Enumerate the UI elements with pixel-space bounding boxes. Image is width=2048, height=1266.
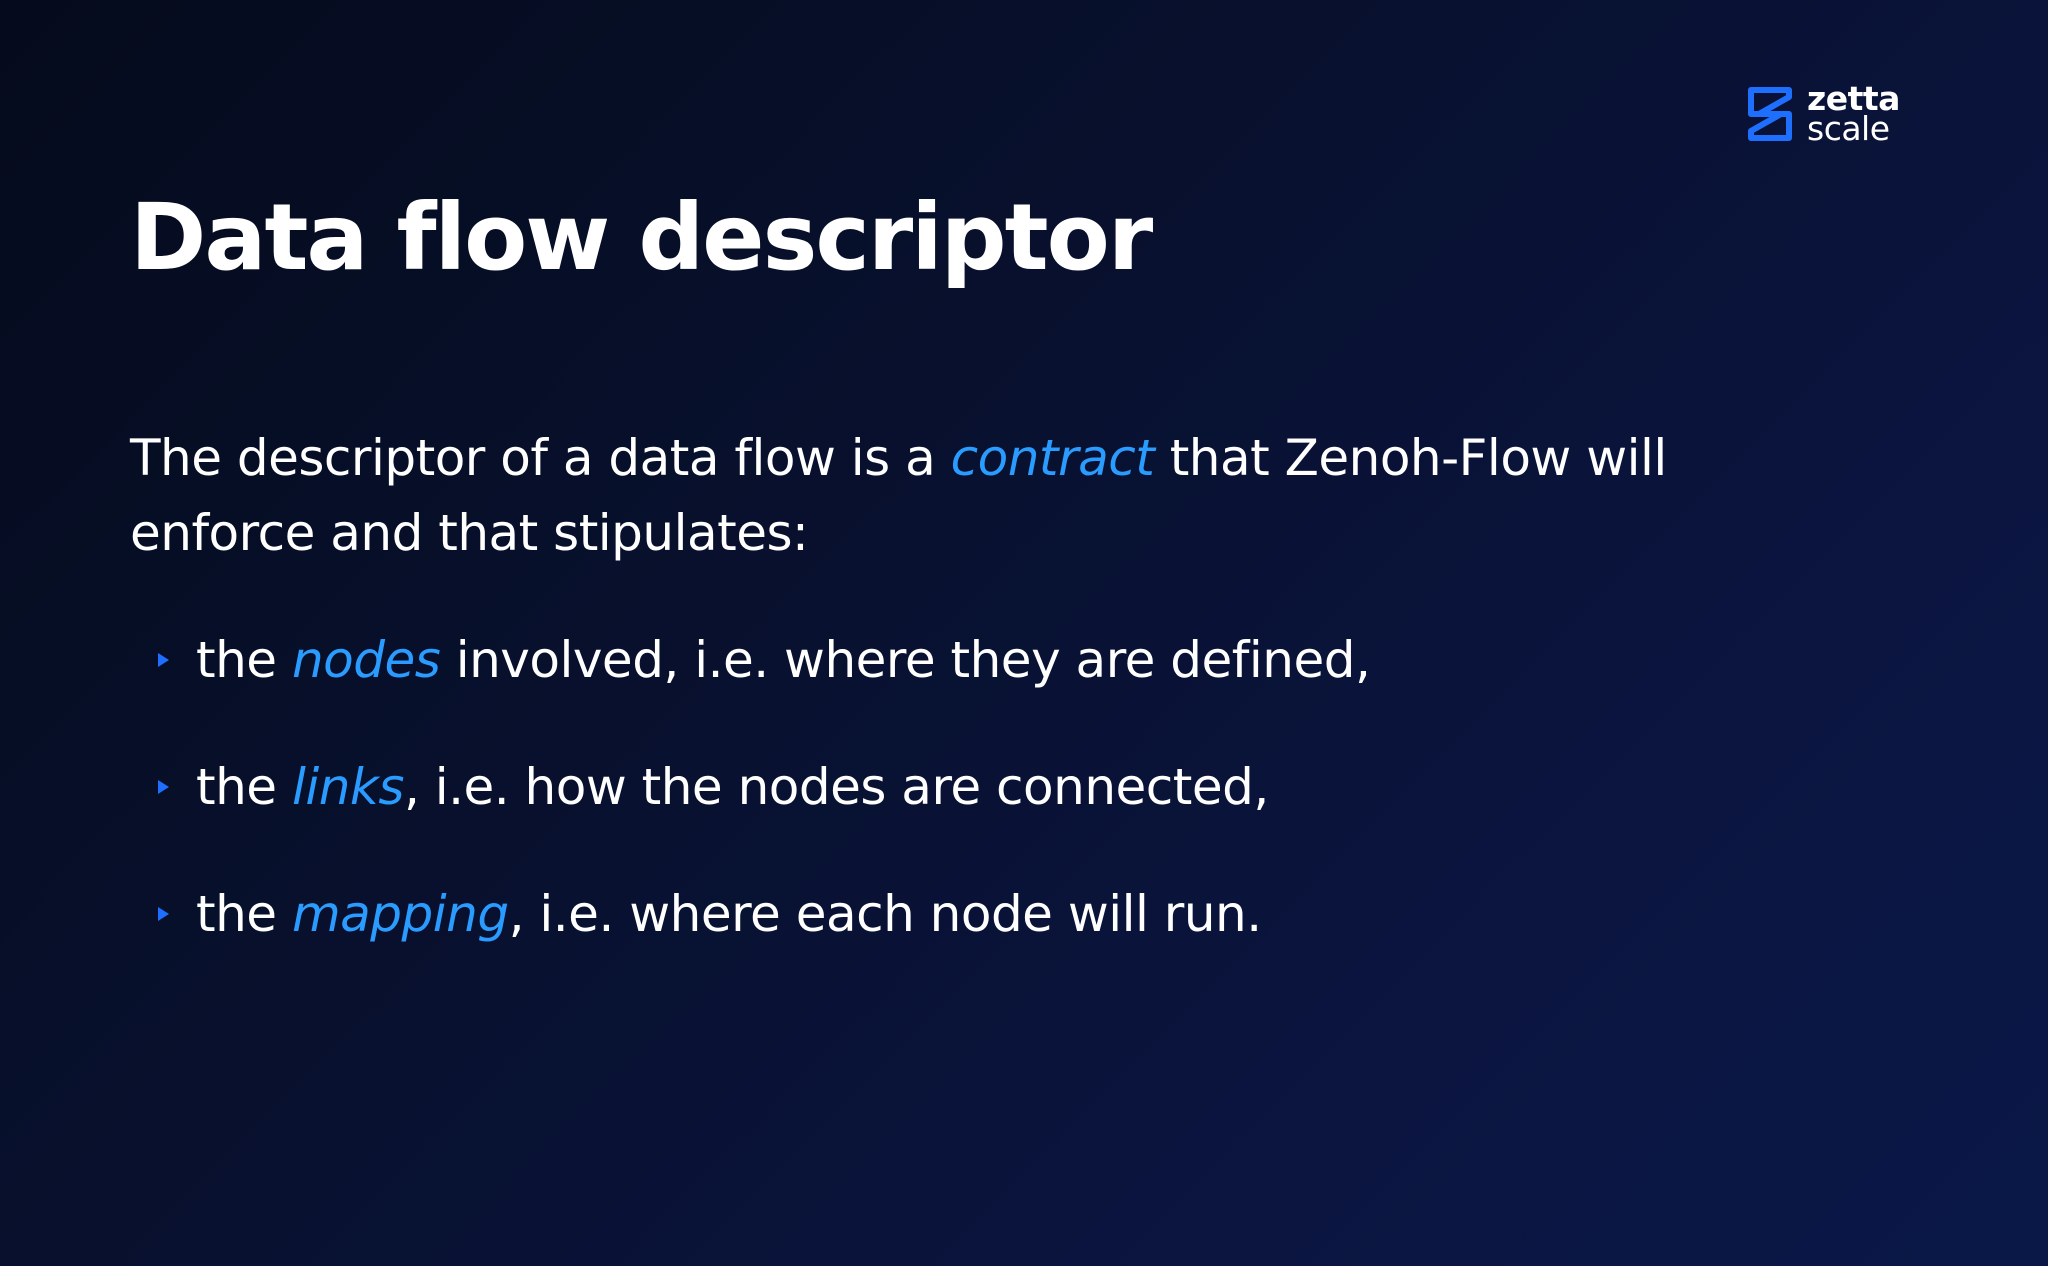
intro-highlight-contract: contract — [950, 429, 1155, 487]
logo-wordmark: zetta scale — [1807, 79, 1900, 148]
bullet-item-nodes: the nodes involved, i.e. where they are … — [130, 620, 1371, 747]
bullet-list: the nodes involved, i.e. where they are … — [130, 620, 1371, 1001]
intro-text-after: that Zenoh-Flow will enforce and that st… — [130, 429, 1667, 562]
bullet-text-after: involved, i.e. where they are defined, — [440, 631, 1371, 689]
intro-text-before: The descriptor of a data flow is a — [130, 429, 951, 487]
bullet-text-before: the — [196, 631, 292, 689]
bullet-text-before: the — [196, 758, 292, 816]
bullet-text-after: , i.e. how the nodes are connected, — [403, 758, 1269, 816]
zetta-scale-logo: zetta scale — [1743, 79, 1900, 148]
logo-line-zetta: zetta — [1807, 79, 1900, 118]
bullet-text-after: , i.e. where each node will run. — [508, 885, 1263, 943]
bullet-text-before: the — [196, 885, 292, 943]
bullet-highlight-links: links — [291, 758, 404, 816]
slide-title: Data flow descriptor — [130, 184, 1153, 291]
bullet-triangle-icon — [158, 780, 169, 794]
bullet-item-links: the links, i.e. how the nodes are connec… — [130, 747, 1370, 874]
bullet-triangle-icon — [158, 653, 169, 667]
logo-line-scale: scale — [1807, 109, 1890, 148]
bullet-highlight-mapping: mapping — [291, 885, 509, 943]
bullet-highlight-nodes: nodes — [291, 631, 441, 689]
bullet-triangle-icon — [158, 907, 169, 921]
bullet-item-mapping: the mapping, i.e. where each node will r… — [130, 874, 1370, 1001]
zetta-logo-icon — [1748, 87, 1792, 141]
intro-paragraph: The descriptor of a data flow is a contr… — [130, 421, 1810, 571]
